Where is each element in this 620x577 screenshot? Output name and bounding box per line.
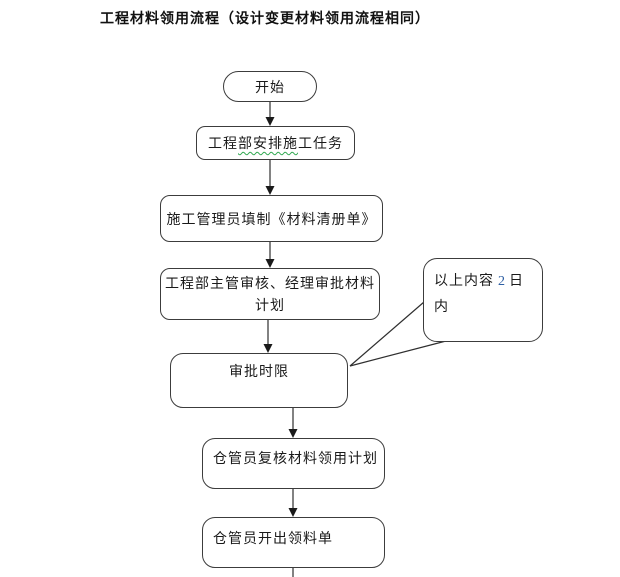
- arrowhead-step5: [288, 429, 298, 438]
- arrowhead-step2: [265, 186, 275, 195]
- callout-days-number: 2: [498, 274, 505, 289]
- process-step-fill-material-list: 施工管理员填制《材料清册单》: [160, 195, 383, 242]
- process-step-assign-tasks: 工程部安排施工任务: [196, 126, 355, 160]
- step1-text-spellcheck-flagged: 部安排施: [238, 135, 298, 151]
- process-step-issue-requisition: 仓管员开出领料单: [202, 517, 385, 568]
- start-terminator-shape: 开始: [223, 71, 317, 102]
- step3-label: 工程部主管审核、经理审批材料计划: [165, 275, 375, 313]
- page-title: 工程材料领用流程（设计变更材料领用流程相同）: [100, 10, 430, 26]
- callout-text-after: 日内: [434, 272, 524, 314]
- start-label: 开始: [255, 78, 285, 95]
- step1-text-suffix: 工任务: [298, 135, 343, 151]
- process-step-warehouse-recheck: 仓管员复核材料领用计划: [202, 438, 385, 489]
- arrowhead-step3: [265, 259, 275, 268]
- arrowhead-step4: [263, 344, 273, 353]
- step4-label: 审批时限: [229, 363, 289, 379]
- arrowhead-step1: [265, 117, 275, 126]
- callout-tail-lower-line: [349, 340, 447, 367]
- process-step-review-approve: 工程部主管审核、经理审批材料计划: [160, 268, 380, 320]
- arrowhead-step6: [288, 508, 298, 517]
- step1-label: 工程部安排施工任务: [208, 132, 343, 154]
- step2-label: 施工管理员填制《材料清册单》: [166, 210, 377, 227]
- callout-text-before: 以上内容: [434, 272, 494, 288]
- step1-text-prefix: 工程: [208, 135, 238, 151]
- step5-label: 仓管员复核材料领用计划: [213, 450, 378, 466]
- step6-label: 仓管员开出领料单: [213, 530, 333, 546]
- process-step-approval-time-limit: 审批时限: [170, 353, 348, 408]
